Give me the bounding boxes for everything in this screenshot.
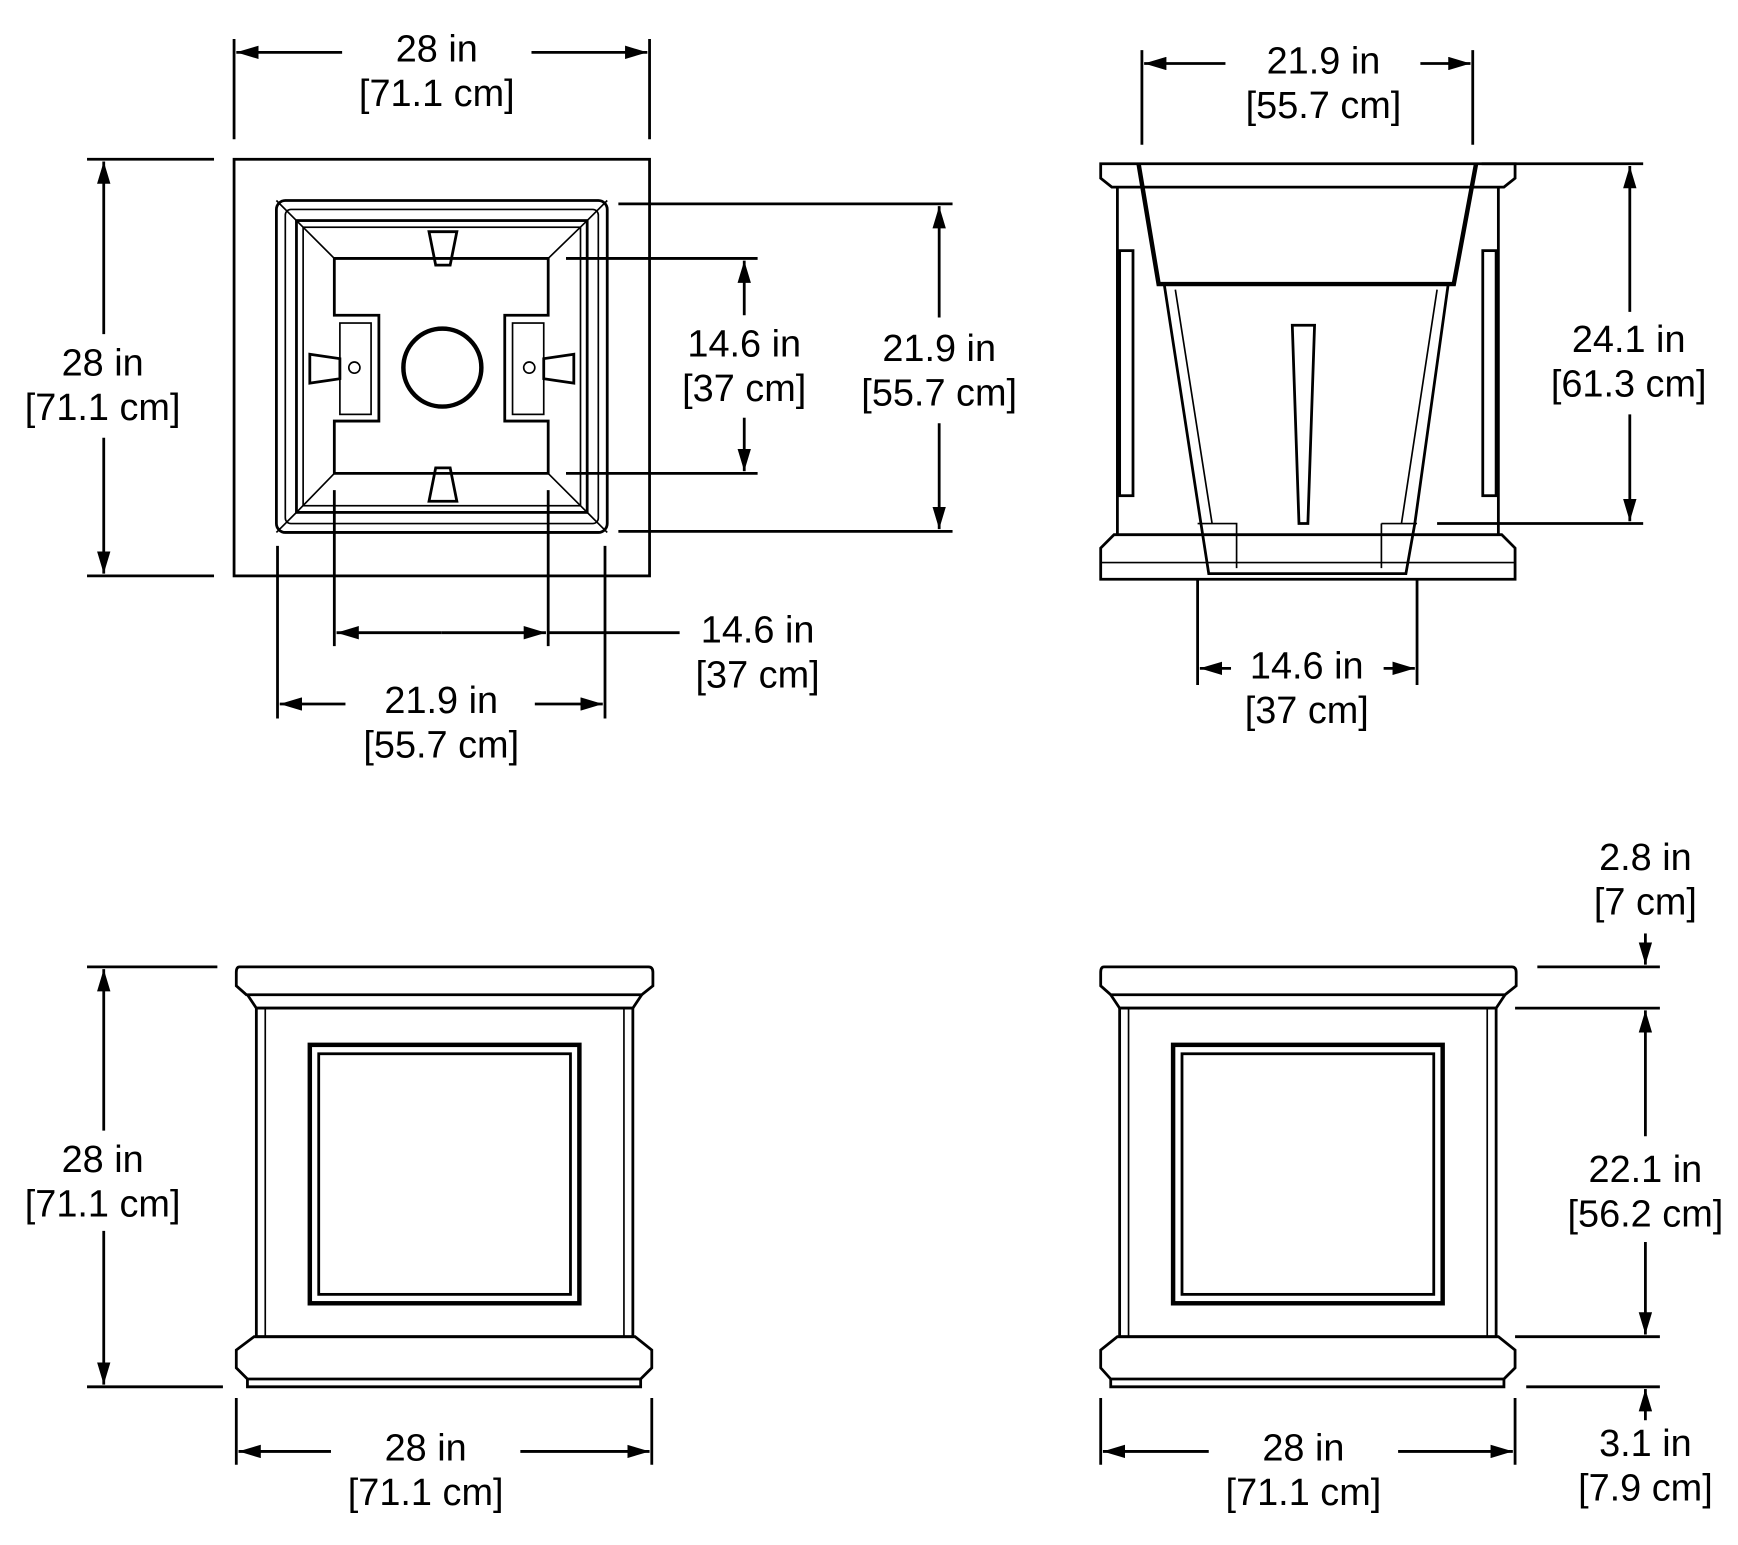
section-base (1099, 533, 1517, 581)
liner-width-cm: [55.7 cm] (363, 724, 519, 766)
side-width-in: 28 in (1262, 1427, 1344, 1469)
floor-depth-in: 14.6 in (687, 323, 801, 365)
bolt-hole-right (522, 361, 536, 374)
front-base (234, 1335, 654, 1381)
side-body (1118, 1006, 1498, 1339)
planter-outline-top (232, 157, 651, 578)
top-width-in: 28 in (396, 28, 478, 70)
section-top-width-in: 21.9 in (1267, 41, 1381, 83)
section-height-cm: [61.3 cm] (1551, 364, 1707, 406)
front-body (254, 1006, 635, 1339)
front-width-in: 28 in (385, 1427, 467, 1469)
section-view: 21.9 in [55.7 cm] 24.1 in [61.3 cm] 14.6… (1099, 41, 1707, 732)
front-height-cm: [71.1 cm] (25, 1183, 181, 1225)
body-height-in: 22.1 in (1589, 1149, 1703, 1191)
liner-rim (275, 199, 609, 534)
base-height-cm: [7.9 cm] (1578, 1467, 1713, 1509)
side-view: 2.8 in [7 cm] 22.1 in [56.2 cm] 3.1 in [… (1099, 837, 1724, 1514)
floor-width-in: 14.6 in (701, 610, 815, 652)
bolt-hole-left (347, 361, 361, 374)
side-base (1099, 1335, 1517, 1381)
liner-upper (1136, 163, 1479, 287)
top-depth-in: 28 in (62, 342, 144, 384)
front-panel (307, 1042, 582, 1306)
section-cap (1099, 162, 1517, 189)
cap-height-cm: [7 cm] (1594, 882, 1697, 924)
liner-floor (332, 257, 550, 475)
front-view: 28 in [71.1 cm] 28 in [71.1 cm] (25, 965, 655, 1514)
liner-depth-cm: [55.7 cm] (861, 372, 1017, 414)
top-width-cm: [71.1 cm] (359, 73, 515, 115)
liner-width-in: 21.9 in (384, 680, 498, 722)
section-bottom-width-cm: [37 cm] (1245, 690, 1369, 732)
liner-lower (1162, 283, 1450, 576)
section-top-width-cm: [55.7 cm] (1246, 85, 1402, 127)
front-width-cm: [71.1 cm] (348, 1472, 504, 1514)
body-height-cm: [56.2 cm] (1568, 1193, 1724, 1235)
front-height-in: 28 in (62, 1139, 144, 1181)
section-height-in: 24.1 in (1572, 319, 1686, 361)
cap-height-in: 2.8 in (1599, 837, 1692, 879)
side-panel (1170, 1042, 1445, 1306)
top-depth-cm: [71.1 cm] (25, 387, 181, 429)
side-cap (1099, 965, 1518, 997)
top-view: 28 in [71.1 cm] 28 in [71.1 cm] 21.9 in … (25, 28, 1017, 766)
center-column (1290, 323, 1317, 525)
drain-hole (401, 326, 484, 409)
floor-width-cm: [37 cm] (696, 654, 820, 696)
front-cap (234, 965, 655, 997)
base-height-in: 3.1 in (1599, 1423, 1692, 1465)
side-width-cm: [71.1 cm] (1226, 1472, 1382, 1514)
floor-depth-cm: [37 cm] (682, 368, 806, 410)
section-bottom-width-in: 14.6 in (1250, 645, 1364, 687)
liner-depth-in: 21.9 in (882, 328, 996, 370)
